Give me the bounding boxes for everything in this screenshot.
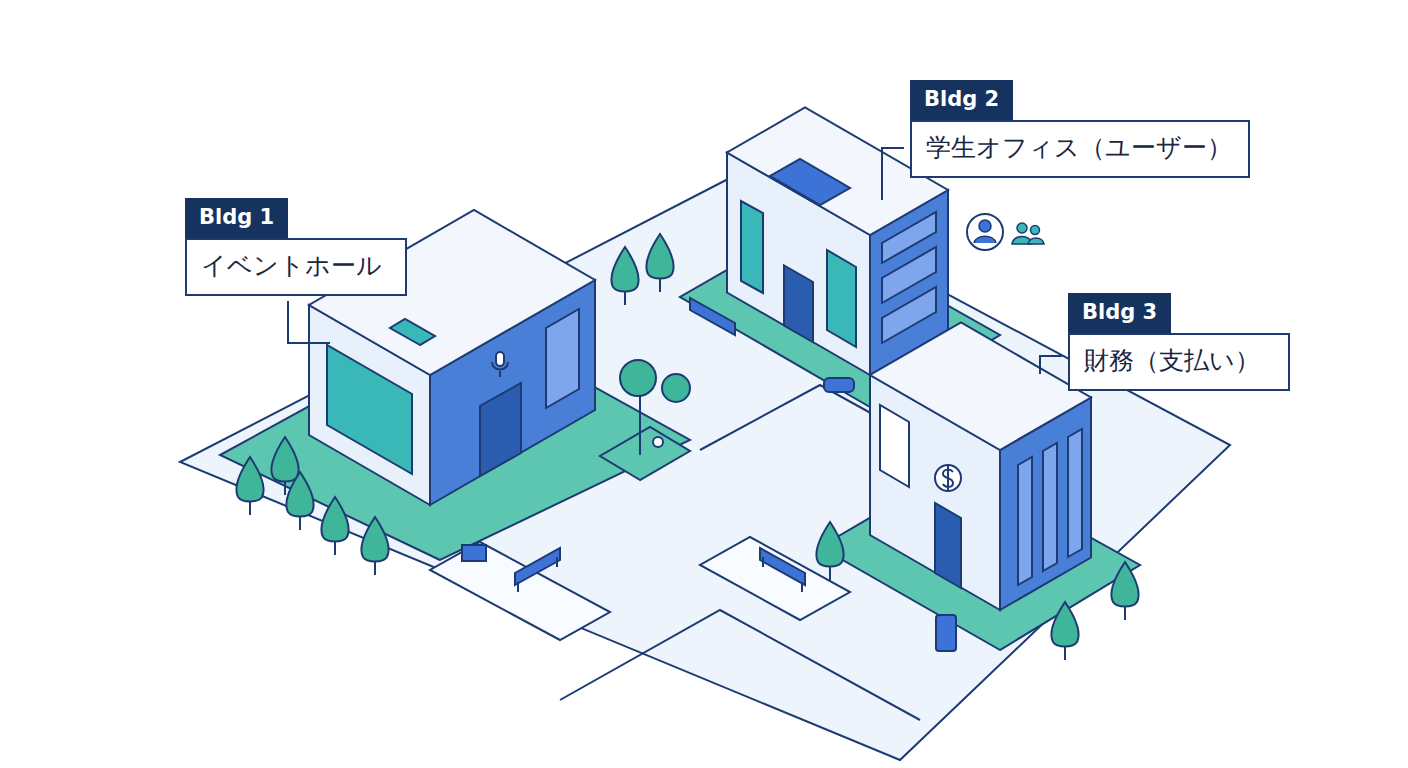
building-3 xyxy=(1018,457,1032,585)
building-3 xyxy=(880,405,909,487)
plaza-tree xyxy=(639,395,641,455)
building-1 xyxy=(480,383,521,476)
plaza-tree xyxy=(620,360,690,455)
user-icons xyxy=(1028,238,1044,244)
building-2 xyxy=(741,201,763,293)
building-badge: Bldg 3 xyxy=(1068,293,1171,333)
trees-front xyxy=(1112,562,1139,620)
trees-back xyxy=(647,234,674,292)
building-3 xyxy=(1068,429,1082,557)
building-2 xyxy=(882,212,936,263)
leader-line xyxy=(882,148,904,200)
trees-front xyxy=(1052,602,1079,660)
building-name: 財務（支払い） xyxy=(1068,333,1290,391)
user-icons xyxy=(967,214,1003,250)
building-3 xyxy=(1043,443,1057,571)
leader-line xyxy=(288,301,330,343)
campus-ground xyxy=(180,178,1230,760)
benches xyxy=(462,545,486,561)
user-icons xyxy=(979,220,991,232)
building-badge: Bldg 2 xyxy=(910,80,1013,120)
plaza-tree xyxy=(653,437,663,447)
building-1 xyxy=(390,319,435,345)
trees-front xyxy=(287,472,1139,660)
benches xyxy=(515,548,560,592)
benches xyxy=(690,298,735,335)
campus-ground xyxy=(600,427,690,480)
building-1 xyxy=(327,345,412,474)
trees-back xyxy=(612,247,639,305)
campus-ground xyxy=(180,178,1230,760)
leader-line xyxy=(1040,356,1062,374)
user-icons xyxy=(974,236,996,243)
plaza-tree xyxy=(620,360,656,396)
callout-label: Bldg 1イベントホール xyxy=(185,198,407,296)
campus-ground xyxy=(560,610,920,720)
user-icons xyxy=(1017,223,1027,233)
building-badge: Bldg 1 xyxy=(185,198,288,238)
plaza-tree xyxy=(662,374,690,402)
trees-front xyxy=(287,472,314,530)
building-1 xyxy=(492,362,508,377)
benches xyxy=(760,548,805,592)
trees-front xyxy=(322,497,349,555)
trees-front xyxy=(817,522,844,580)
campus-ground xyxy=(430,542,610,640)
building-3 xyxy=(870,323,1091,652)
building-name: 学生オフィス（ユーザー） xyxy=(910,120,1250,178)
user-icons xyxy=(1031,226,1040,235)
building-1 xyxy=(546,309,579,408)
user-icons xyxy=(967,214,1044,250)
building-2 xyxy=(770,159,850,205)
building-2 xyxy=(824,378,854,392)
callout-label: Bldg 3財務（支払い） xyxy=(1068,293,1290,391)
trees-back xyxy=(237,457,264,515)
building-name: イベントホール xyxy=(185,238,407,296)
trees-front xyxy=(362,517,389,575)
building-2 xyxy=(827,250,856,347)
benches xyxy=(462,298,805,592)
building-3 xyxy=(936,615,956,651)
building-3 xyxy=(935,465,961,491)
building-2 xyxy=(784,266,813,343)
building-3 xyxy=(943,466,953,490)
building-3 xyxy=(935,503,961,588)
callout-label: Bldg 2学生オフィス（ユーザー） xyxy=(910,80,1250,178)
building-1 xyxy=(496,352,504,366)
